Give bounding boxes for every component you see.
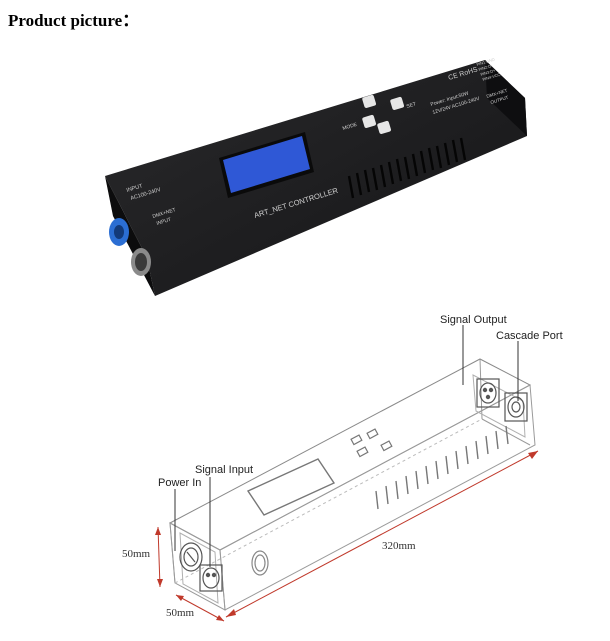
- pin-line-2: PIN2:D-: [478, 63, 494, 72]
- width-dimension-label: 50mm: [166, 607, 195, 619]
- device-photo: ART_NET CONTROLLER MODE SET Power: Input…: [105, 58, 527, 296]
- signal-output-label: Signal Output: [440, 314, 507, 326]
- xlr-input-connector: [131, 248, 151, 276]
- diagram-buttons: [350, 428, 393, 458]
- power-connector: [109, 218, 129, 246]
- set-button[interactable]: [390, 96, 405, 110]
- input-label: INPUT: [126, 183, 144, 194]
- pin-line-3: PIN3:D+: [480, 68, 497, 77]
- diagram-signal-output-connector: [476, 378, 500, 408]
- dmx-input-label-2: INPUT: [156, 217, 172, 227]
- diagram-knockout: [251, 550, 269, 576]
- down-button[interactable]: [377, 120, 392, 134]
- diagram-power-in-connector: [179, 542, 203, 572]
- mode-button[interactable]: [362, 114, 377, 128]
- power-in-label: Power In: [158, 477, 201, 489]
- mode-label: MODE: [342, 122, 359, 132]
- up-button[interactable]: [362, 94, 377, 108]
- height-dimension-label: 50mm: [122, 548, 151, 560]
- dmx-output-label-1: DMX+NET: [486, 88, 508, 99]
- diagram-vents: [375, 425, 509, 510]
- device-body: [105, 60, 527, 296]
- page-title: Product picture：: [8, 11, 140, 30]
- diagram-signal-input-connector: [199, 564, 223, 592]
- vent-slots: [347, 137, 467, 199]
- height-dimension-line: [157, 526, 161, 588]
- diagram-cascade-connector: [504, 392, 528, 422]
- dimension-diagram: Signal Output Cascade Port Signal Input …: [122, 314, 563, 622]
- diagram-lcd: [246, 458, 336, 516]
- pin-line-1: PIN1:GND: [476, 58, 496, 67]
- width-dimension-line: [175, 594, 225, 622]
- cascade-port-label: Cascade Port: [496, 330, 563, 342]
- dmx-output-label-2: OUTPUT: [490, 95, 509, 105]
- pin-line-4: PIN4:VCC: [482, 72, 501, 82]
- set-label: SET: [406, 101, 417, 110]
- lcd-screen: [219, 132, 314, 198]
- length-dimension-line: [225, 450, 539, 618]
- length-dimension-label: 320mm: [382, 540, 416, 552]
- signal-input-label: Signal Input: [195, 464, 253, 476]
